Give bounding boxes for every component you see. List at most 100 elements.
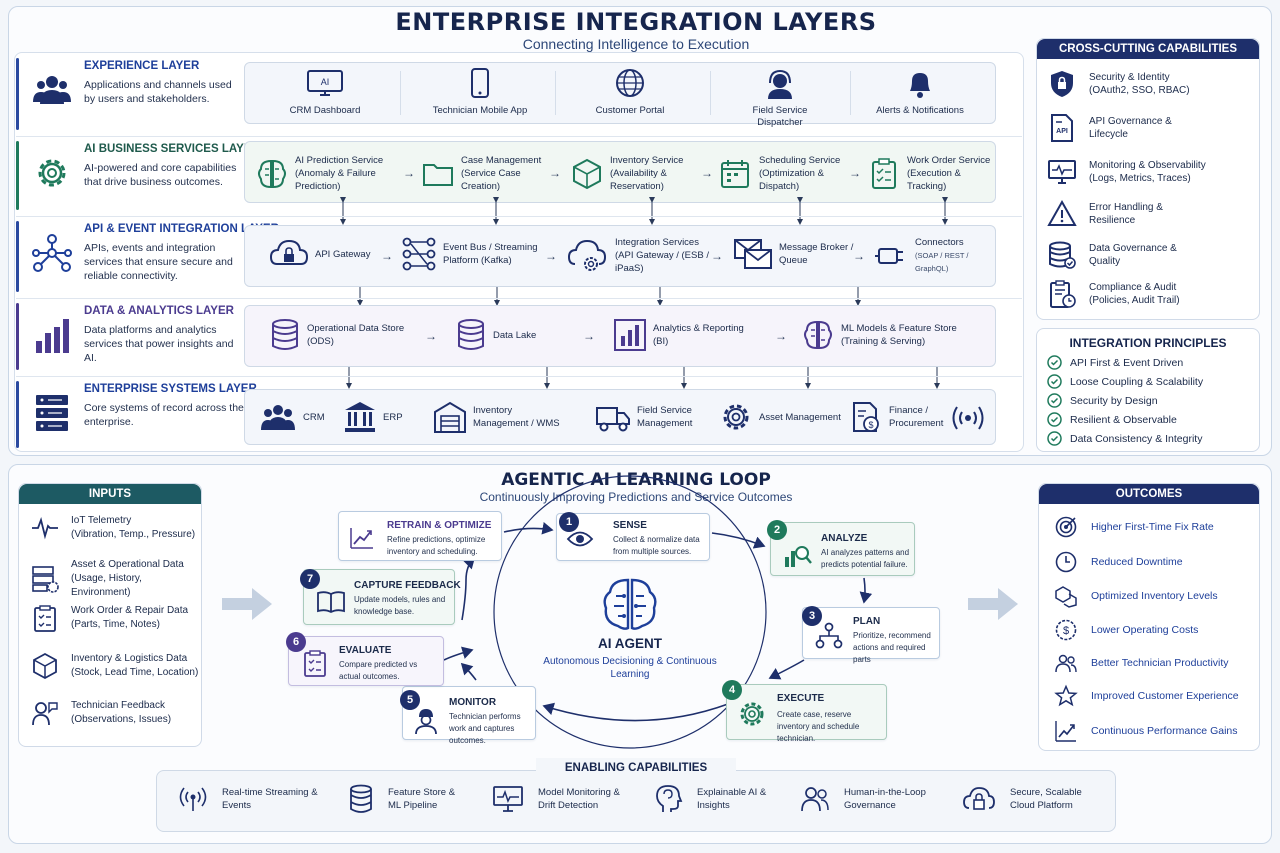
cc-label: API Governance & Lifecycle: [1089, 116, 1172, 140]
item-label: ERP: [383, 411, 403, 423]
system-erp[interactable]: ERP: [343, 400, 403, 434]
step-plan[interactable]: PLAN Prioritize, recommend actions and r…: [802, 607, 940, 664]
gear-icon: [723, 404, 749, 430]
loop-title: AGENTIC AI LEARNING LOOP: [501, 470, 771, 490]
step-number: 3: [802, 606, 822, 626]
principles-panel: INTEGRATION PRINCIPLES API First & Event…: [1036, 328, 1260, 452]
star-icon: [1054, 684, 1078, 707]
eye-icon: [566, 531, 594, 547]
input-sub: (Usage, History, Environment): [71, 573, 142, 598]
database-icon: [272, 319, 298, 350]
field-service-dispatcher[interactable]: Field Service Dispatcher: [735, 69, 825, 129]
crm-dashboard[interactable]: AI CRM Dashboard: [265, 69, 385, 117]
integration-services[interactable]: Integration Services (API Gateway / (ESB…: [567, 236, 717, 275]
connectors[interactable]: Connectors(SOAP / REST / GraphQL): [873, 236, 997, 275]
technician-mobile-app[interactable]: Technician Mobile App: [415, 68, 545, 117]
case-management[interactable]: Case Management(Service Case Creation): [421, 154, 555, 193]
cc-error-handling[interactable]: Error Handling & Resilience: [1047, 199, 1189, 229]
ml-models-feature-store[interactable]: ML Models & Feature Store (Training & Se…: [801, 318, 991, 352]
principle-item: Resilient & Observable: [1047, 412, 1177, 427]
input-technician-feedback[interactable]: Technician Feedback(Observations, Issues…: [31, 699, 171, 727]
step-capture-feedback[interactable]: CAPTURE FEEDBACK Update models, rules an…: [303, 569, 461, 625]
system-field-service[interactable]: Field Service Management: [595, 400, 715, 434]
enabling-item: Feature Store & ML Pipeline: [348, 784, 458, 814]
system-crm[interactable]: CRM: [259, 400, 325, 434]
check-circle-icon: [1047, 355, 1062, 370]
envelope-icon: [734, 239, 772, 269]
page-subtitle: Connecting Intelligence to Execution: [522, 36, 750, 52]
step-number: 1: [559, 512, 579, 532]
step-number: 7: [300, 569, 320, 589]
principle-label: Resilient & Observable: [1070, 413, 1177, 426]
principle-label: Data Consistency & Integrity: [1070, 432, 1203, 445]
shield-icon: [1051, 71, 1073, 97]
outcome-label: Higher First-Time Fix Rate: [1091, 521, 1214, 533]
step-desc: Compare predicted vs actual outcomes.: [339, 660, 418, 681]
hierarchy-icon: [815, 622, 843, 649]
outcome-label: Lower Operating Costs: [1091, 624, 1199, 636]
item-label: API Gateway: [315, 248, 371, 260]
system-inventory-wms[interactable]: Inventory Management / WMS: [433, 400, 573, 434]
customer-portal[interactable]: Customer Portal: [570, 69, 690, 117]
step-monitor[interactable]: MONITOR Technician performs work and cap…: [402, 686, 536, 745]
input-inventory-logistics[interactable]: Inventory & Logistics Data(Stock, Lead T…: [31, 652, 198, 680]
input-asset-operational[interactable]: Asset & Operational Data(Usage, History,…: [31, 558, 201, 600]
cross-cutting-panel: CROSS-CUTTING CAPABILITIES Security & Id…: [1036, 38, 1260, 320]
data-analytics-layer: DATA & ANALYTICS LAYER Data platforms an…: [16, 298, 1022, 374]
clipboard-check-icon: [872, 157, 896, 189]
cc-api-governance[interactable]: API API Governance & Lifecycle: [1047, 113, 1179, 143]
cc-data-governance[interactable]: Data Governance & Quality: [1047, 240, 1189, 270]
brain-icon: [258, 159, 286, 188]
step-retrain-optimize[interactable]: RETRAIN & OPTIMIZE Refine predictions, o…: [338, 511, 502, 561]
head-brain-icon: [656, 785, 683, 812]
step-desc: Create case, reserve inventory and sched…: [777, 710, 860, 743]
brain-icon: [804, 320, 832, 350]
cc-compliance[interactable]: Compliance & Audit (Policies, Audit Trai…: [1047, 279, 1209, 309]
event-bus[interactable]: Event Bus / Streaming Platform (Kafka): [401, 236, 551, 272]
inputs-title: INPUTS: [19, 484, 201, 504]
analytics-reporting[interactable]: Analytics & Reporting (BI): [613, 318, 763, 352]
step-desc: Technician performs work and captures ou…: [449, 712, 521, 745]
item-label: Work Order Service: [907, 155, 991, 166]
item-sub: (Service Case Creation): [461, 168, 521, 192]
data-lake[interactable]: Data Lake: [455, 318, 585, 352]
work-order-service[interactable]: Work Order Service(Execution & Tracking): [867, 154, 997, 193]
mobile-phone-icon: [471, 68, 489, 98]
system-finance-procurement[interactable]: $ Finance / Procurement: [849, 400, 959, 434]
cc-monitoring[interactable]: Monitoring & Observability (Logs, Metric…: [1047, 157, 1229, 187]
step-evaluate[interactable]: EVALUATE Compare predicted vs actual out…: [288, 636, 444, 686]
step-analyze[interactable]: ANALYZE AI analyzes patterns and predict…: [770, 522, 915, 576]
check-circle-icon: [1047, 412, 1062, 427]
globe-icon: [616, 69, 644, 97]
alerts-notifications[interactable]: Alerts & Notifications: [875, 69, 965, 117]
outcomes-title: OUTCOMES: [1039, 484, 1259, 504]
operational-data-store[interactable]: Operational Data Store (ODS): [269, 318, 419, 352]
check-circle-icon: [1047, 431, 1062, 446]
input-sub: (Vibration, Temp., Pressure): [71, 529, 196, 540]
principle-label: Loose Coupling & Scalability: [1070, 375, 1204, 388]
item-label: Connectors: [915, 237, 964, 248]
monitor-pulse-icon: [493, 786, 523, 812]
input-iot-telemetry[interactable]: IoT Telemetry (Vibration, Temp., Pressure…: [31, 514, 195, 542]
inventory-service[interactable]: Inventory Service(Availability & Reserva…: [570, 154, 710, 193]
clipboard-check-icon: [34, 605, 56, 632]
input-work-order[interactable]: Work Order & Repair Data(Parts, Time, No…: [31, 604, 188, 632]
cc-label: Monitoring & Observability (Logs, Metric…: [1089, 160, 1206, 184]
input-label: IoT Telemetry: [71, 515, 132, 526]
system-asset-management[interactable]: Asset Management: [719, 400, 849, 434]
step-sense[interactable]: SENSE Collect & normalize data from mult…: [556, 513, 710, 561]
cc-security[interactable]: Security & Identity (OAuth2, SSO, RBAC): [1047, 69, 1209, 99]
scheduling-service[interactable]: Scheduling Service(Optimization & Dispat…: [719, 154, 859, 193]
step-name: CAPTURE FEEDBACK: [354, 580, 461, 591]
layer-description: AI-powered and core capabilities that dr…: [84, 162, 237, 188]
api-gateway[interactable]: API Gateway: [269, 236, 389, 272]
item-sub: (Optimization & Dispatch): [759, 168, 824, 192]
input-label: Technician Feedback: [71, 700, 165, 711]
message-broker[interactable]: Message Broker / Queue: [733, 236, 863, 272]
step-desc: Update models, rules and knowledge base.: [354, 595, 446, 616]
step-desc: Prioritize, recommend actions and requir…: [853, 631, 931, 664]
step-number: 4: [722, 680, 742, 700]
ai-prediction-service[interactable]: AI Prediction Service(Anomaly & Failure …: [255, 154, 405, 193]
step-name: SENSE: [613, 520, 647, 531]
step-execute[interactable]: EXECUTE Create case, reserve inventory a…: [726, 684, 887, 743]
